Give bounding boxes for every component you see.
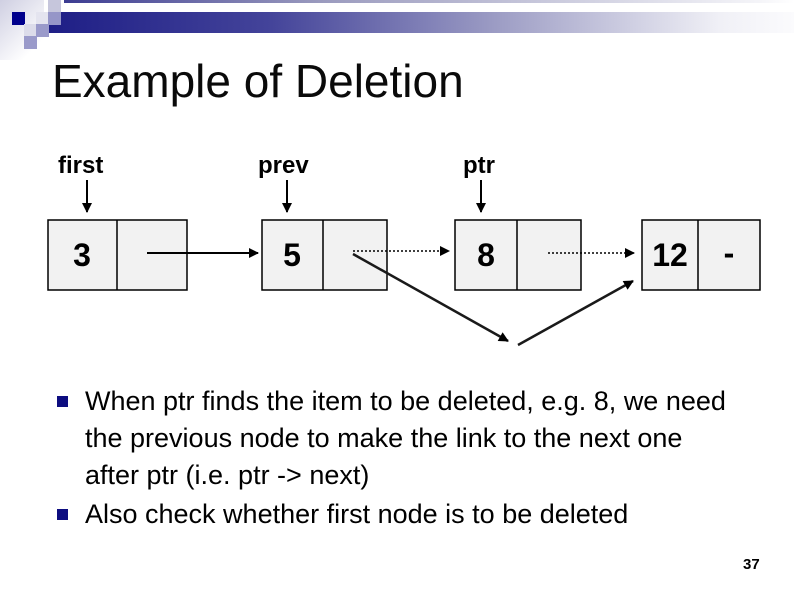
- pointer-label-ptr: ptr: [463, 152, 495, 179]
- node-value-5: 5: [283, 237, 301, 273]
- bypass-arrow-down: [352, 252, 509, 343]
- decor-square-light-2: [36, 12, 49, 25]
- bullet-item-2: Also check whether first node is to be d…: [57, 496, 776, 533]
- bullet-text-2: Also check whether first node is to be d…: [85, 496, 628, 533]
- bullet-line: after ptr (i.e. ptr -> next): [85, 460, 370, 490]
- slide-title: Example of Deletion: [52, 55, 464, 107]
- decor-square-periwinkle-3: [24, 36, 37, 49]
- page-number: 37: [743, 556, 760, 573]
- node-value-8: 8: [477, 237, 495, 273]
- title-bar-gradient: [48, 12, 794, 33]
- decor-square-light-3: [24, 24, 37, 37]
- square-bullet-icon: [57, 509, 68, 520]
- bullet-line: When ptr finds the item to be deleted, e…: [85, 386, 726, 416]
- square-bullet-icon: [57, 396, 68, 407]
- pointer-label-prev: prev: [258, 152, 309, 179]
- node-value-3: 3: [73, 237, 91, 273]
- node-box-12: [641, 219, 761, 291]
- decor-square-light-1: [48, 0, 61, 13]
- top-thin-line-decoration: [64, 0, 794, 3]
- decor-square-navy: [12, 12, 25, 25]
- bullet-item-1: When ptr finds the item to be deleted, e…: [57, 383, 776, 494]
- node-box-5: [261, 219, 388, 291]
- node-null-pointer: -: [724, 235, 735, 271]
- bypass-arrow-up-to-12: [517, 279, 634, 347]
- node-box-8: [454, 219, 582, 291]
- node-value-12: 12: [652, 237, 688, 273]
- bullet-line: Also check whether first node is to be d…: [85, 499, 629, 529]
- bullet-list: When ptr finds the item to be deleted, e…: [57, 383, 776, 533]
- bullet-text-1: When ptr finds the item to be deleted, e…: [85, 383, 726, 494]
- decor-square-periwinkle-1: [48, 12, 61, 25]
- bullet-line: the previous node to make the link to th…: [85, 423, 683, 453]
- pointer-label-first: first: [58, 152, 103, 179]
- decor-square-periwinkle-2: [36, 24, 49, 37]
